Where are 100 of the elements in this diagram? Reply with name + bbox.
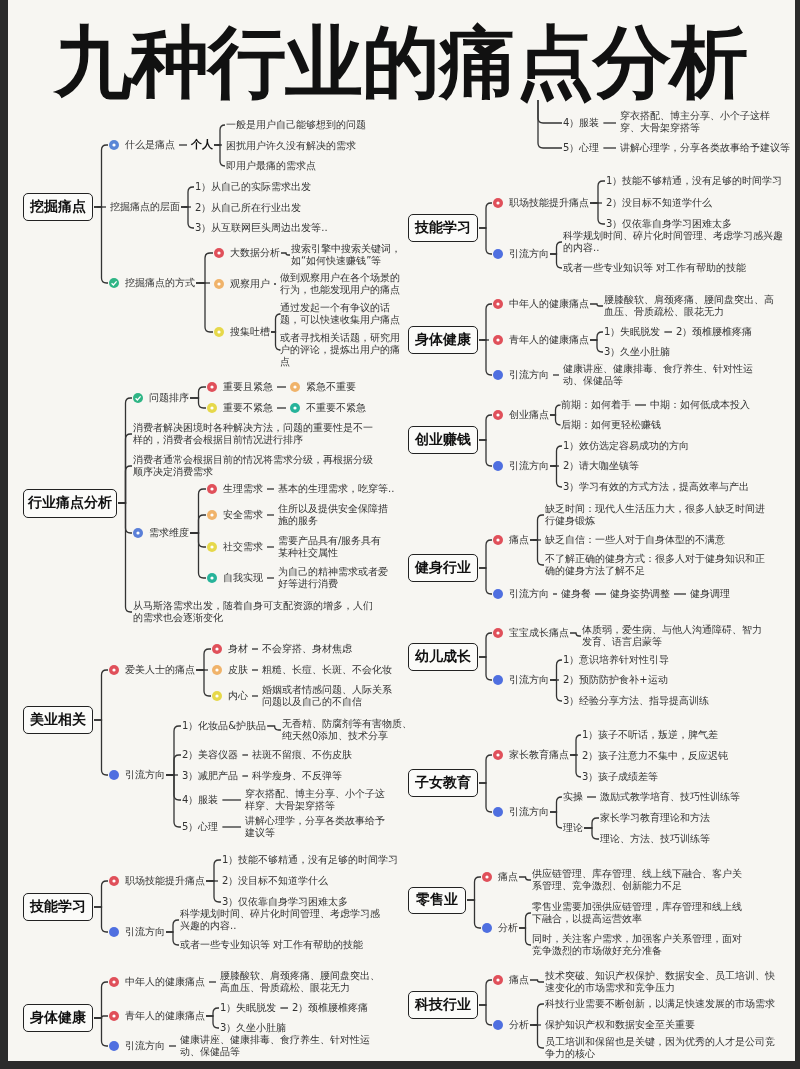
connector-line [569, 632, 582, 637]
branch-label: 同时，关注客户需求，加强客户关系管理，面对竞争激烈的市场做好充分准备 [532, 933, 744, 957]
branch-label: 问题排序 [149, 392, 189, 404]
connector-line [241, 754, 249, 756]
connector-line [280, 252, 291, 256]
connector-line [552, 593, 558, 595]
connector-line [634, 404, 647, 406]
branch-label: 引流方向 [509, 588, 549, 600]
branch-label: 家长教育痛点 [509, 749, 569, 761]
branch-label: 穿衣搭配、博主分享、小个子这样穿、大骨架穿搭等 [245, 788, 387, 812]
branch-label: 5）心理 [182, 821, 219, 833]
branch-label: 2）从自己所在行业出发 [195, 202, 302, 214]
branch-label: 不重要不紧急 [306, 402, 366, 414]
branch-label: 自我实现 [223, 572, 263, 584]
branch-label: 健身姿势调整 [610, 588, 670, 600]
connector-line [549, 414, 562, 426]
branch-label: 个人 [191, 139, 213, 151]
branch-label: 职场技能提升痛点 [125, 875, 205, 887]
connector-line [478, 1004, 493, 1026]
branch-label: 痛点 [509, 974, 529, 986]
connector-line [549, 253, 563, 269]
connector-line [478, 227, 493, 255]
connector-line [276, 386, 287, 388]
branch-label: 中期：如何低成本投入 [650, 399, 750, 411]
topic-box: 幼儿成长 [408, 643, 478, 671]
branch-label: 搜索引擎中搜索关键词，如“如何快速赚钱”等 [291, 243, 401, 267]
branch-label: 需要产品具有/服务具有某种社交属性 [278, 535, 390, 559]
branch-label: 缺乏自信：一些人对于自身体型的不满意 [545, 534, 725, 546]
connector-line [549, 465, 563, 488]
branch-label: 青年人的健康痛点 [509, 334, 589, 346]
topic-box: 挖掘痛点 [23, 193, 93, 221]
branch-label: 安全需求 [223, 509, 263, 521]
branch-label: 引流方向 [125, 769, 165, 781]
connector-line [663, 331, 673, 333]
branch-label: 理论、方法、技巧训练等 [600, 833, 710, 845]
topic-box: 健身行业 [408, 554, 478, 582]
branch-label: 粗糙、长痘、长斑、不会化妆 [262, 664, 392, 676]
branch-label: 生理需求 [223, 483, 263, 495]
connector-line [549, 811, 563, 829]
branch-label: 1）从自己的实际需求出发 [195, 181, 312, 193]
branch-label: 2）颈椎腰椎疼痛 [676, 326, 753, 338]
branch-label: 科学规划时间、碎片化时间管理、考虑学习感兴趣的内容.. [563, 230, 791, 254]
connector-line [276, 407, 287, 409]
branch-label: 做到观察用户在各个场景的行为，也能发现用户的痛点 [280, 272, 401, 296]
branch-label: 婚姻或者情感问题、人际关系问题以及自己的不自信 [262, 684, 394, 708]
title: 九种行业的痛点分析 [52, 16, 748, 108]
connector-line [165, 931, 180, 946]
connector-line [178, 144, 188, 146]
connector-line [266, 577, 275, 579]
connector-line [586, 796, 597, 798]
topic-box: 身体健康 [23, 1004, 93, 1032]
branch-label: 观察用户 [230, 278, 270, 290]
branch-label: 无香精、防腐剂等有害物质、纯天然0添加、技术分享 [282, 718, 412, 742]
branch-label: 讲解心理学，分享各类故事给予建议等 [245, 815, 387, 839]
branch-label: 挖掘痛点的方式 [125, 277, 195, 289]
topic-box: 科技行业 [408, 991, 478, 1019]
connector-line [537, 99, 563, 149]
branch-label: 需求维度 [149, 527, 189, 539]
branch-label: 理论 [563, 822, 583, 834]
branch-label: 搜集吐槽 [230, 326, 270, 338]
branch-label: 或者寻找相关话题，研究用户的评论，提炼出用户的痛点 [280, 332, 401, 368]
branch-label: 大数据分析 [230, 247, 280, 259]
connector-line [552, 374, 560, 376]
connector-line [93, 719, 109, 776]
branch-label: 中年人的健康痛点 [125, 976, 205, 988]
connector-line [117, 502, 133, 613]
branch-label: 通过发起一个有争议的话题，可以快速收集用户痛点 [280, 302, 401, 326]
branch-label: 爱美人士的痛点 [125, 664, 195, 676]
branch-label: 保护知识产权和数据安全至关重要 [545, 1019, 695, 1031]
connector-line [529, 1024, 545, 1049]
branch-label: 腰膝酸软、肩颈疼痛、腰间盘突出、高血压、骨质疏松、眼花无力 [604, 294, 776, 318]
branch-label: 4）服装 [182, 794, 219, 806]
branch-label: 科学瘦身、不反弹等 [252, 770, 342, 782]
branch-label: 即用户最痛的需求点 [226, 160, 316, 172]
branch-label: 内心 [228, 690, 248, 702]
topic-box: 技能学习 [408, 214, 478, 242]
connector-line [583, 827, 600, 840]
branch-label: 重要且紧急 [223, 381, 273, 393]
branch-label: 缺乏时间：现代人生活压力大，很多人缺乏时间进行健身锻炼 [545, 503, 770, 527]
branch-label: 家长学习教育理论和方法 [600, 812, 710, 824]
connector-line [518, 876, 532, 881]
connector-line [93, 206, 109, 284]
connector-line [266, 546, 275, 548]
branch-label: 分析 [509, 1019, 529, 1031]
connector-line [251, 695, 259, 697]
branch-label: 分析 [498, 922, 518, 934]
branch-label: 2）请大咖坐镇等 [563, 460, 640, 472]
topic-box: 子女教育 [408, 769, 478, 797]
branch-label: 从马斯洛需求出发，随着自身可支配资源的增多，人们的需求也会逐渐变化 [133, 600, 375, 624]
branch-label: 或者一些专业知识等 对工作有帮助的技能 [180, 939, 364, 951]
connector-line [518, 927, 532, 946]
connector-line [602, 122, 617, 124]
branch-label: 5）心理 [563, 142, 600, 154]
branch-label: 住所以及提供安全保障措施的服务 [278, 503, 390, 527]
branch-label: 紧急不重要 [306, 381, 356, 393]
connector-line [589, 303, 604, 307]
branch-label: 1）意识培养针对性引导 [563, 654, 670, 666]
connector-line [168, 1045, 177, 1047]
connector-line [221, 799, 242, 801]
connector-line [208, 981, 217, 983]
